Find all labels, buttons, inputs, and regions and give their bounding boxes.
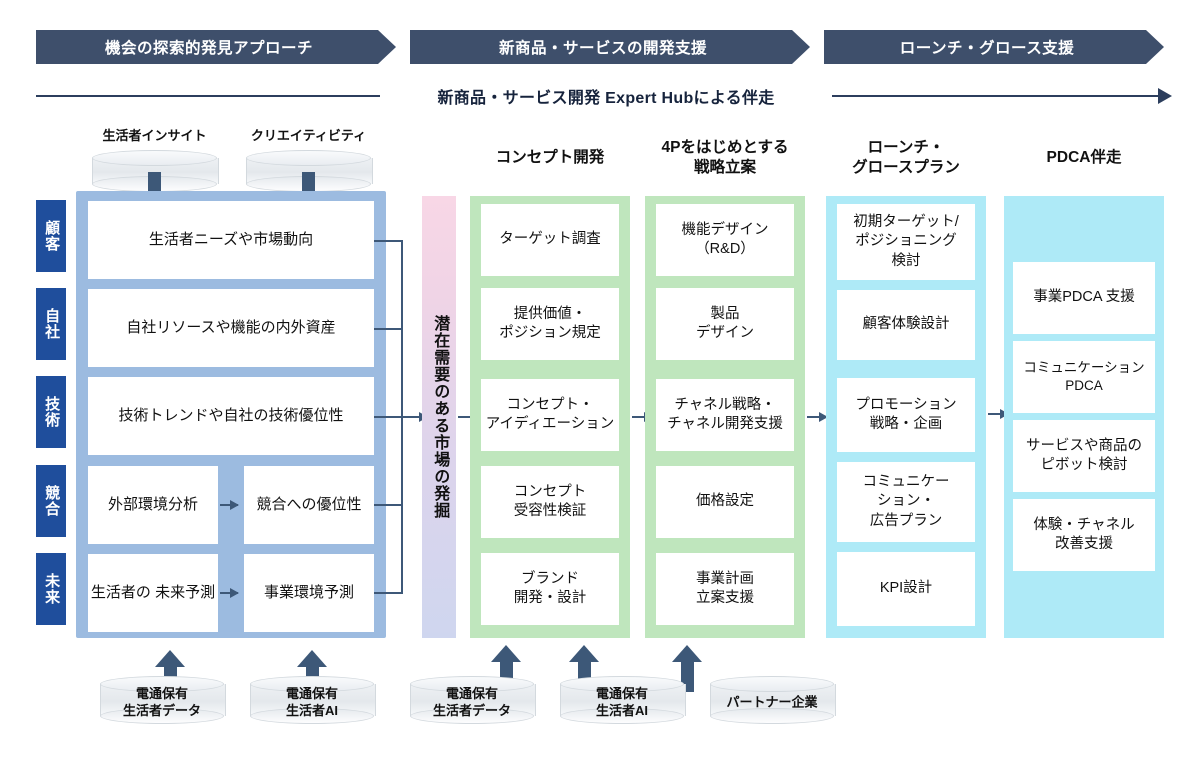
source-cylinder-dentsu-data-2-label: 電通保有 生活者データ: [432, 685, 511, 718]
banner-phase-3-label: ローンチ・グロース支援: [899, 40, 1075, 57]
bracket-stub-future: [374, 592, 402, 594]
strategy-item-business-plan: 事業計画 立案支援: [656, 553, 794, 625]
column-caption-concept: コンセプト開発: [495, 149, 605, 166]
source-cylinder-dentsu-ai-2-label: 電通保有 生活者AI: [595, 685, 648, 718]
launch-item-promotion-strategy: プロモーション 戦略・企画: [837, 378, 975, 452]
cylinder-top: [246, 150, 371, 166]
strategy-item-channel-strategy: チャネル戦略・ チャネル開発支援: [656, 379, 794, 451]
source-cylinder-partner-company: パートナー企業: [710, 676, 836, 724]
cylinder-top: [710, 676, 834, 692]
pdca-item-communication-pdca: コミュニケーション PDCA: [1013, 341, 1155, 413]
row-label-technology-text: 技術: [43, 396, 61, 428]
market-discovery-column-label: 潜在需要のある市場の発掘: [431, 315, 449, 519]
bracket-stub-customer: [374, 240, 402, 242]
launch-item-communication-ad-plan: コミュニケー ション・ 広告プラン: [837, 462, 975, 542]
row-label-technology: 技術: [36, 376, 66, 448]
bracket-stub-technology: [374, 416, 402, 418]
cylinder-bottom: [100, 708, 224, 724]
discovery-cell-future-forecast-label: 生活者の 未来予測: [90, 583, 216, 601]
cylinder-top: [560, 676, 684, 692]
cylinder-bottom: [560, 708, 684, 724]
cylinder-top: [410, 676, 534, 692]
source-cylinder-dentsu-data-2: 電通保有 生活者データ: [410, 676, 536, 724]
market-discovery-column: 潜在需要のある市場の発掘: [422, 196, 456, 638]
discovery-cell-business-env-forecast-label: 事業環境予測: [263, 583, 354, 601]
column-caption-strategy: 4Pをはじめとする 戦略立案: [661, 139, 789, 176]
strategy-item-functional-design: 機能デザイン （R&D）: [656, 204, 794, 276]
cylinder-top: [100, 676, 224, 692]
concept-item-acceptance-test: コンセプト 受容性検証: [481, 466, 619, 538]
banner-phase-3: ローンチ・グロース支援: [824, 30, 1164, 64]
row-label-customer-text: 顧客: [43, 220, 61, 252]
row-label-company-text: 自社: [43, 308, 61, 340]
source-cylinder-dentsu-ai-1-label: 電通保有 生活者AI: [285, 685, 338, 718]
banner-phase-2: 新商品・サービスの開発支援: [410, 30, 810, 64]
launch-item-initial-target: 初期ターゲット/ ポジショニング 検討: [837, 204, 975, 280]
cylinder-top: [250, 676, 374, 692]
cylinder-top: [92, 150, 217, 166]
pdca-item-experience-improvement: 体験・チャネル 改善支援: [1013, 499, 1155, 571]
concept-item-ideation: コンセプト・ アイディエーション: [481, 379, 619, 451]
discovery-cell-company-resources: 自社リソースや機能の内外資産: [88, 289, 374, 367]
row-label-competition: 競合: [36, 465, 66, 537]
source-cylinder-dentsu-ai-2: 電通保有 生活者AI: [560, 676, 686, 724]
cylinder-bottom: [410, 708, 534, 724]
row-label-future-text: 未来: [43, 573, 61, 605]
discovery-cell-customer-needs: 生活者ニーズや市場動向: [88, 201, 374, 279]
column-caption-pdca: PDCA伴走: [1046, 149, 1122, 166]
source-cylinder-dentsu-ai-1: 電通保有 生活者AI: [250, 676, 376, 724]
bracket-stub-company: [374, 328, 402, 330]
row-label-future: 未来: [36, 553, 66, 625]
discovery-cell-external-analysis-label: 外部環境分析: [107, 495, 198, 513]
discovery-cell-competitive-advantage-label: 競合への優位性: [256, 495, 362, 513]
column-caption-launch: ローンチ・ グロースプラン: [852, 139, 960, 176]
row-label-competition-text: 競合: [43, 485, 61, 517]
banner-phase-1: 機会の探索的発見アプローチ: [36, 30, 396, 64]
source-cylinder-creativity-label: クリエイティビティ: [250, 128, 367, 143]
source-cylinder-partner-company-label: パートナー企業: [726, 694, 818, 710]
pdca-item-business-pdca: 事業PDCA 支援: [1013, 262, 1155, 334]
row-label-customer: 顧客: [36, 200, 66, 272]
expert-hub-arrow-head-icon: [1158, 88, 1172, 104]
discovery-cell-external-analysis: 外部環境分析: [88, 466, 218, 544]
launch-item-cx-design: 顧客体験設計: [837, 290, 975, 360]
source-cylinder-dentsu-data-1: 電通保有 生活者データ: [100, 676, 226, 724]
concept-item-target-research: ターゲット調査: [481, 204, 619, 276]
source-cylinder-dentsu-data-1-label: 電通保有 生活者データ: [122, 685, 201, 718]
concept-item-brand-design: ブランド 開発・設計: [481, 553, 619, 625]
discovery-cell-customer-needs-label: 生活者ニーズや市場動向: [148, 230, 314, 248]
pdca-item-pivot-review: サービスや商品の ピボット検討: [1013, 420, 1155, 492]
launch-item-kpi-design: KPI設計: [837, 552, 975, 626]
arrow-future-to-business-env-icon: [220, 588, 239, 598]
strategy-item-pricing: 価格設定: [656, 466, 794, 538]
cylinder-bottom: [710, 708, 834, 724]
concept-item-value-position: 提供価値・ ポジション規定: [481, 288, 619, 360]
discovery-cell-competitive-advantage: 競合への優位性: [244, 466, 374, 544]
arrow-strategy-to-launch-icon: [807, 412, 828, 422]
banner-phase-1-label: 機会の探索的発見アプローチ: [104, 40, 313, 57]
cylinder-bottom: [250, 708, 374, 724]
discovery-cell-company-resources-label: 自社リソースや機能の内外資産: [126, 318, 336, 336]
discovery-cell-business-env-forecast: 事業環境予測: [244, 554, 374, 632]
bracket-stub-competition: [374, 504, 402, 506]
strategy-item-product-design: 製品 デザイン: [656, 288, 794, 360]
row-label-company: 自社: [36, 288, 66, 360]
arrow-external-to-competitive-icon: [220, 500, 239, 510]
discovery-cell-tech-trends-label: 技術トレンドや自社の技術優位性: [118, 406, 344, 424]
discovery-cell-future-forecast: 生活者の 未来予測: [88, 554, 218, 632]
banner-phase-2-label: 新商品・サービスの開発支援: [498, 40, 707, 57]
expert-hub-label: 新商品・サービス開発 Expert Hubによる伴走: [380, 84, 832, 108]
discovery-cell-tech-trends: 技術トレンドや自社の技術優位性: [88, 377, 374, 455]
source-cylinder-insight-label: 生活者インサイト: [102, 128, 207, 143]
